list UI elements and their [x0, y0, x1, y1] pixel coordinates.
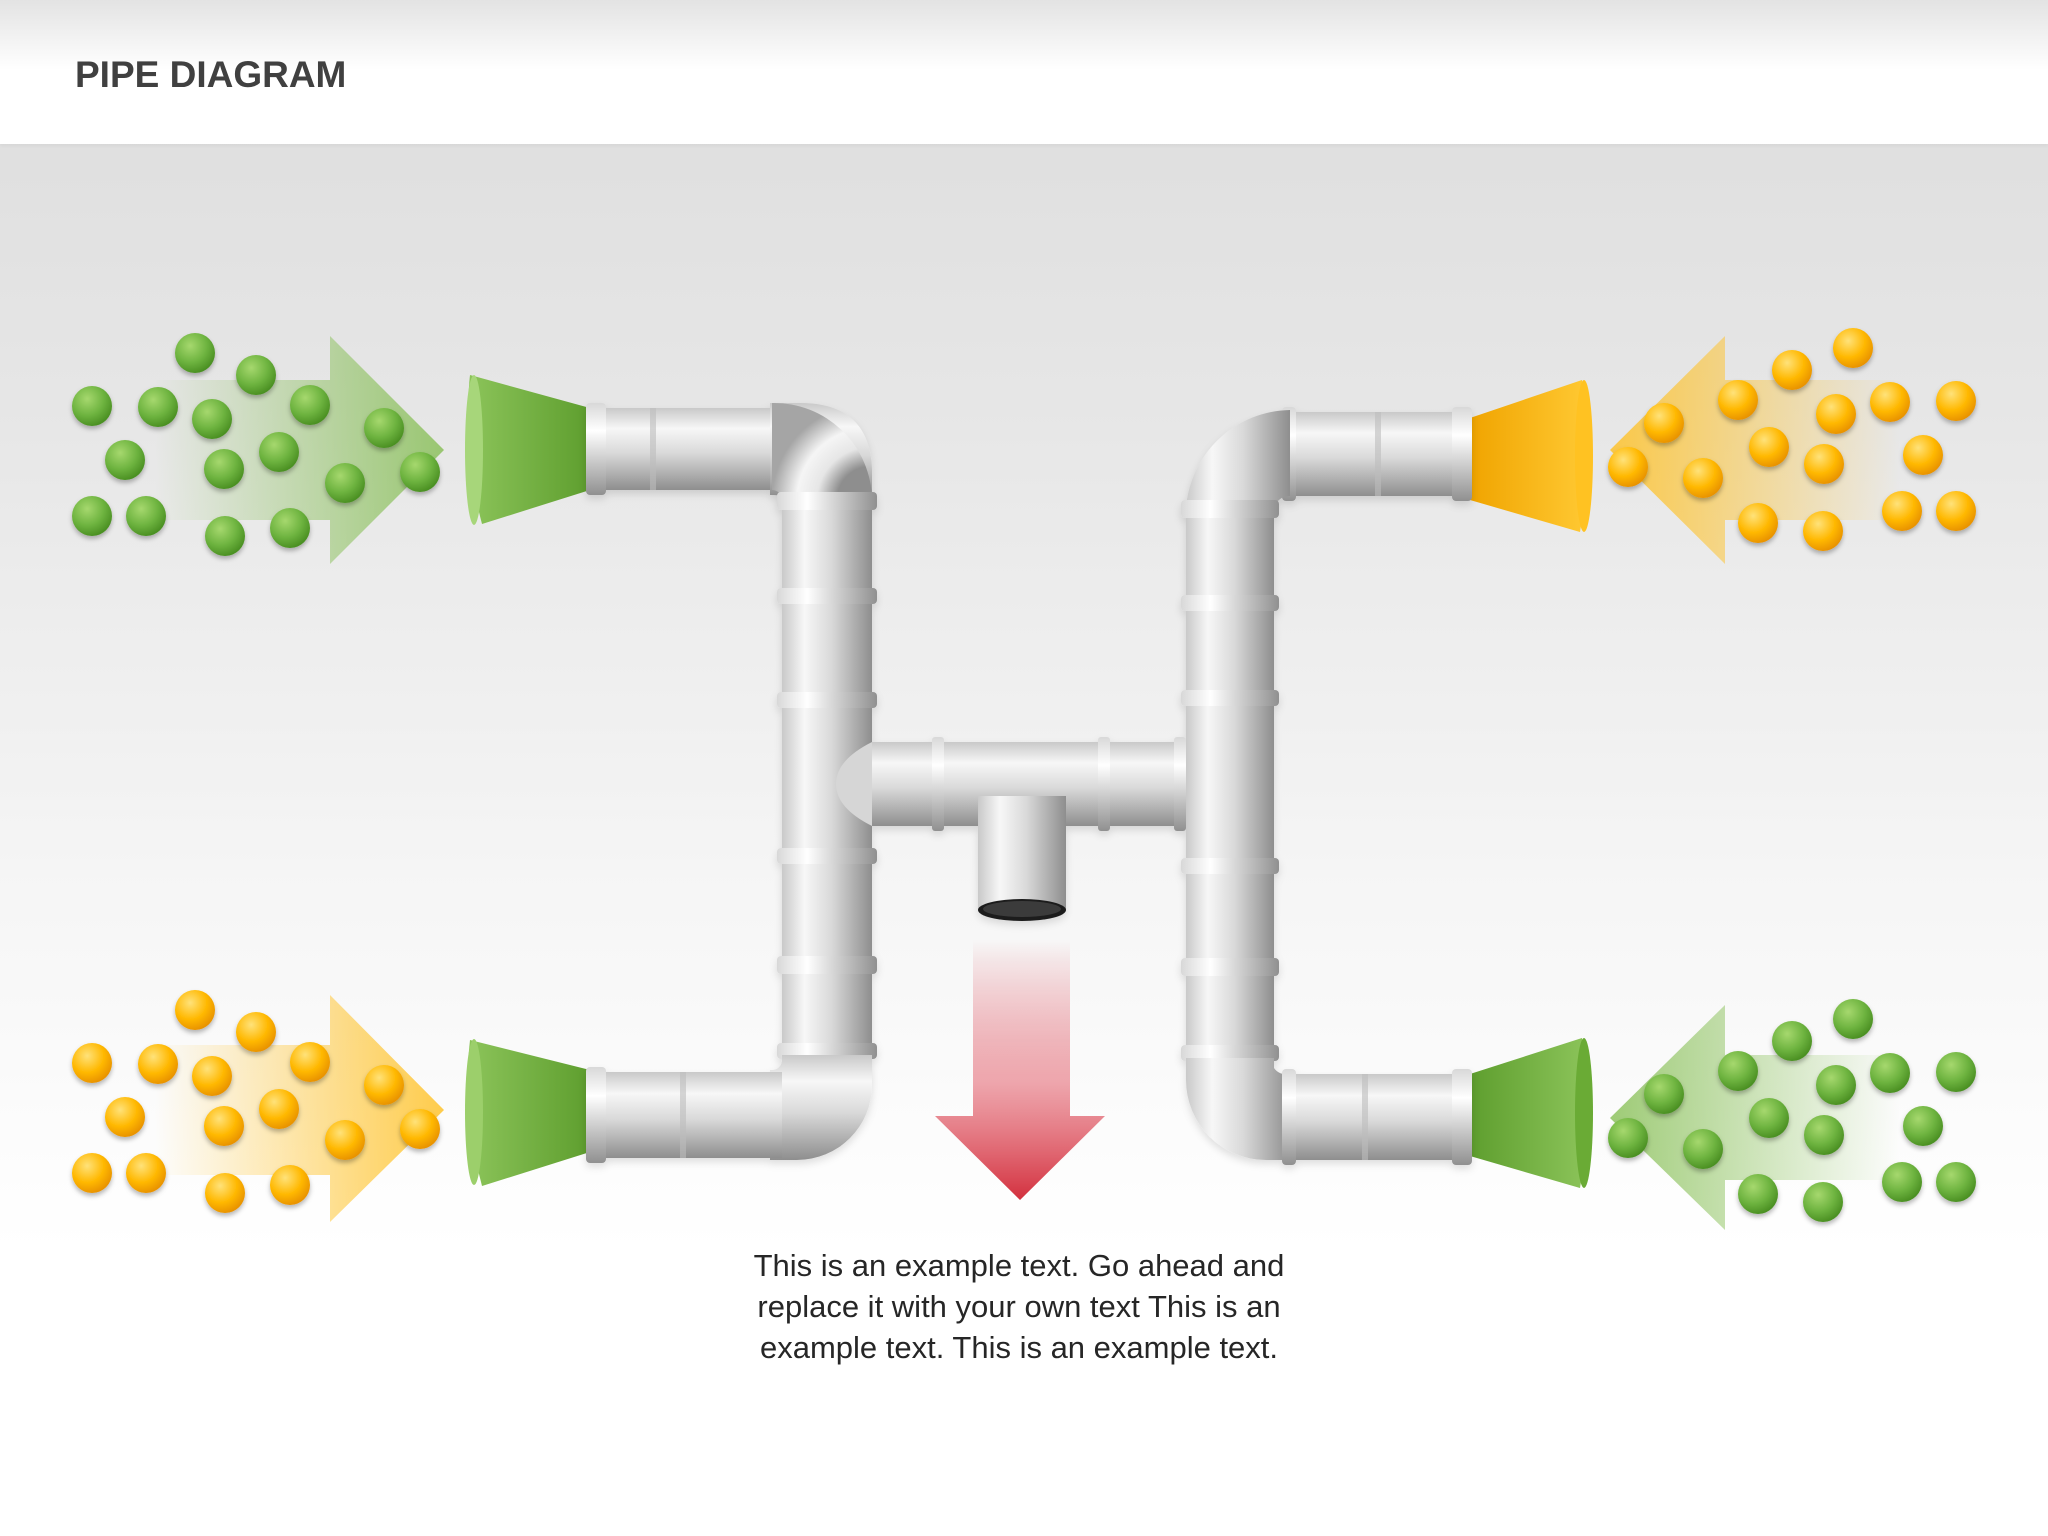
ball	[1738, 503, 1778, 543]
ball	[325, 463, 365, 503]
funnel-top-left	[465, 375, 590, 525]
ball	[236, 1012, 276, 1052]
ball	[204, 1106, 244, 1146]
ball	[175, 990, 215, 1030]
ball	[1718, 1051, 1758, 1091]
funnel-bottom-right	[1470, 1038, 1593, 1188]
ball	[1816, 1065, 1856, 1105]
caption-text: This is an example text. Go ahead and re…	[753, 1248, 1285, 1365]
ball	[138, 1044, 178, 1084]
ball	[1936, 1162, 1976, 1202]
ball	[270, 508, 310, 548]
ball	[1749, 1098, 1789, 1138]
ball	[400, 452, 440, 492]
ball	[72, 496, 112, 536]
ball-cluster-bottom-right	[1608, 999, 1976, 1222]
ball	[259, 432, 299, 472]
ball	[1804, 1115, 1844, 1155]
ball	[204, 449, 244, 489]
ball	[1683, 1129, 1723, 1169]
funnel-bottom-left	[465, 1039, 590, 1186]
ball	[1936, 491, 1976, 531]
ball	[1738, 1174, 1778, 1214]
ball	[1644, 1074, 1684, 1114]
ball	[175, 333, 215, 373]
ball	[1833, 328, 1873, 368]
ball	[325, 1120, 365, 1160]
header-bar: PIPE DIAGRAM	[0, 0, 2048, 144]
page-title: PIPE DIAGRAM	[75, 54, 347, 95]
ball	[1803, 511, 1843, 551]
ball	[270, 1165, 310, 1205]
ball	[1683, 458, 1723, 498]
funnel-top-right	[1470, 380, 1593, 532]
ball	[138, 387, 178, 427]
ball	[72, 1153, 112, 1193]
ball-cluster-top-right	[1608, 328, 1976, 551]
ball	[290, 1042, 330, 1082]
ball	[105, 1097, 145, 1137]
ball	[1608, 1118, 1648, 1158]
ball	[236, 355, 276, 395]
input-arrow-bottom-left	[155, 995, 444, 1222]
ball	[205, 1173, 245, 1213]
ball	[192, 399, 232, 439]
ball	[72, 386, 112, 426]
ball	[126, 1153, 166, 1193]
ball	[1608, 447, 1648, 487]
ball	[1936, 1052, 1976, 1092]
ball	[192, 1056, 232, 1096]
input-arrow-top-left	[155, 336, 444, 564]
ball	[364, 1065, 404, 1105]
ball	[1936, 381, 1976, 421]
ball	[105, 440, 145, 480]
ball	[126, 496, 166, 536]
ball	[290, 385, 330, 425]
ball	[1870, 382, 1910, 422]
ball	[1882, 1162, 1922, 1202]
ball	[1816, 394, 1856, 434]
ball	[1718, 380, 1758, 420]
ball	[1772, 350, 1812, 390]
ball	[1903, 1106, 1943, 1146]
ball	[1870, 1053, 1910, 1093]
ball	[205, 516, 245, 556]
ball	[1644, 403, 1684, 443]
output-arrow	[935, 940, 1105, 1200]
ball	[400, 1109, 440, 1149]
ball	[1833, 999, 1873, 1039]
ball	[1749, 427, 1789, 467]
ball	[1804, 444, 1844, 484]
ball	[1772, 1021, 1812, 1061]
pipe-network	[586, 402, 1472, 1165]
ball-cluster-top-left	[72, 333, 440, 556]
ball	[1882, 491, 1922, 531]
ball	[1903, 435, 1943, 475]
ball	[72, 1043, 112, 1083]
ball	[259, 1089, 299, 1129]
ball	[364, 408, 404, 448]
ball	[1803, 1182, 1843, 1222]
ball-cluster-bottom-left	[72, 990, 440, 1213]
